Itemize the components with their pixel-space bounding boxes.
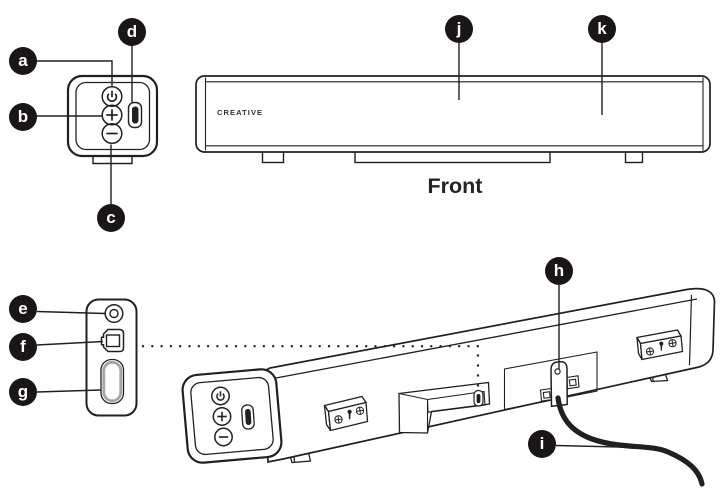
front-body	[195, 75, 711, 153]
volume-up-button	[101, 104, 123, 126]
callout-badge-h: h	[545, 257, 573, 285]
callout-line-e	[36, 310, 106, 315]
callout-badge-j: j	[445, 15, 473, 43]
keyhole-mount-right	[635, 329, 684, 361]
callout-badge-f: f	[9, 333, 37, 361]
bay-usb-c-port-icon	[473, 389, 484, 407]
brand-logo: CREATIVE	[217, 108, 264, 117]
power-button	[211, 386, 230, 406]
cable-panel	[503, 351, 598, 411]
connector-bay	[398, 381, 491, 434]
callout-line-g	[36, 389, 101, 393]
callout-leader-lines	[36, 42, 661, 449]
volume-up-icon	[217, 411, 227, 422]
callout-badge-b: b	[9, 103, 37, 131]
back-endcap-inner	[190, 376, 274, 456]
reset-hole-right	[565, 375, 580, 390]
back-right-seam	[688, 294, 693, 366]
keyhole-mount-icon	[347, 409, 352, 420]
volume-up-icon	[106, 109, 118, 121]
soundbar-front-view	[195, 75, 711, 164]
power-cable-icon	[555, 395, 705, 487]
soundbar-back-view	[181, 287, 716, 487]
callout-badge-a: a	[9, 47, 37, 75]
volume-down-button	[101, 122, 123, 145]
callout-badge-e: e	[9, 295, 37, 323]
endcap-closeup	[66, 74, 159, 165]
back-endcap	[181, 368, 283, 464]
callout-line-i	[555, 444, 661, 449]
usb-c-port-icon	[127, 101, 143, 129]
dotted-guide-icon	[141, 345, 480, 388]
screw-icon	[668, 339, 677, 348]
callout-line-f	[36, 340, 104, 346]
front-view-caption: Front	[427, 174, 483, 198]
endcap-foot	[92, 156, 133, 165]
keyhole-mount-icon	[659, 341, 664, 351]
callout-badge-c: c	[97, 204, 125, 232]
callout-badge-i: i	[528, 430, 556, 458]
screw-icon	[645, 347, 655, 356]
cable-hook-icon	[550, 361, 568, 408]
aux-in-port-icon	[104, 303, 124, 324]
volume-down-button	[214, 427, 233, 447]
power-icon	[106, 90, 118, 103]
hdmi-port-icon	[100, 358, 125, 405]
callout-badge-k: k	[588, 15, 616, 43]
back-top-edge-seam	[275, 298, 698, 379]
keyhole-mount-left	[323, 395, 369, 432]
power-icon	[216, 391, 225, 401]
back-body	[265, 287, 716, 464]
callout-badge-d: d	[118, 18, 146, 46]
callout-line-a	[36, 60, 113, 88]
screw-icon	[334, 415, 343, 424]
usb-c-port-icon	[241, 404, 255, 430]
volume-up-button	[212, 407, 232, 426]
screw-icon	[355, 406, 365, 415]
ports-closeup	[85, 298, 138, 417]
callout-badge-g: g	[9, 378, 37, 406]
optical-in-port-icon	[100, 328, 125, 353]
back-endcap-outline	[181, 368, 283, 464]
